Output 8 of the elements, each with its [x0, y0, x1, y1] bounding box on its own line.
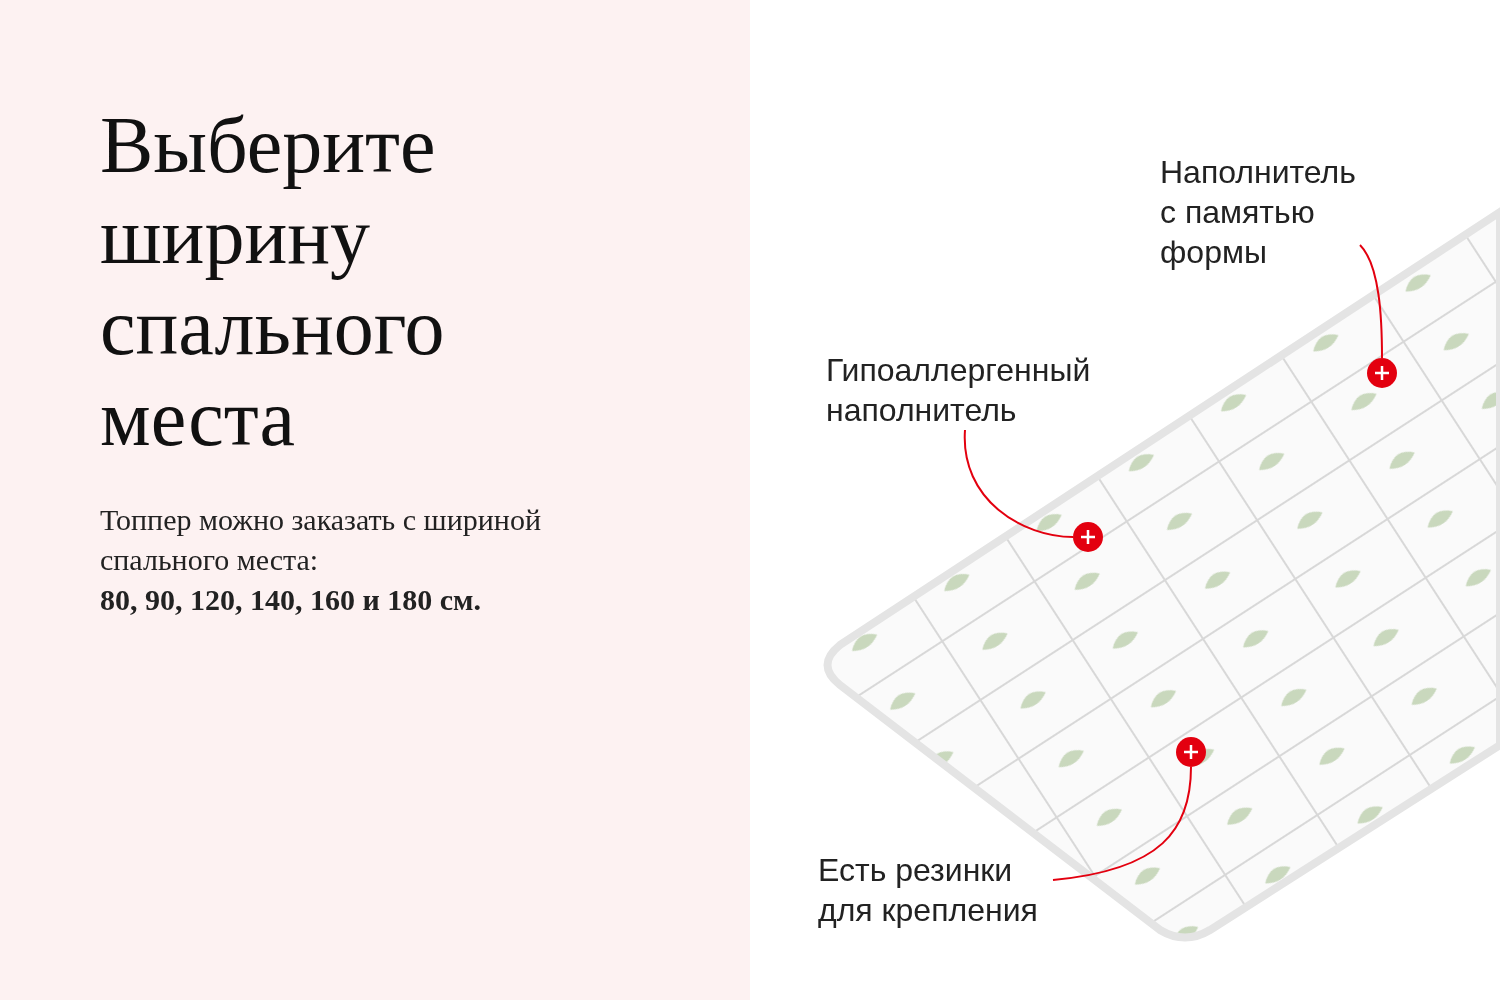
- leader-line: [1052, 766, 1192, 881]
- callout-text: Наполнитель с памятью формы: [1160, 152, 1360, 272]
- callout-text: Есть резинки для крепления: [818, 850, 1053, 930]
- description-text: Топпер можно заказать с шириной спального места: 80, 90, 120, 140, 160 и 180 см.: [100, 502, 542, 618]
- leader-line: [964, 429, 1074, 538]
- leader-line: [1359, 244, 1383, 359]
- callout-text: Гипоаллергенный наполнитель: [826, 350, 1136, 430]
- heading: Выберите ширину спального места: [100, 100, 446, 464]
